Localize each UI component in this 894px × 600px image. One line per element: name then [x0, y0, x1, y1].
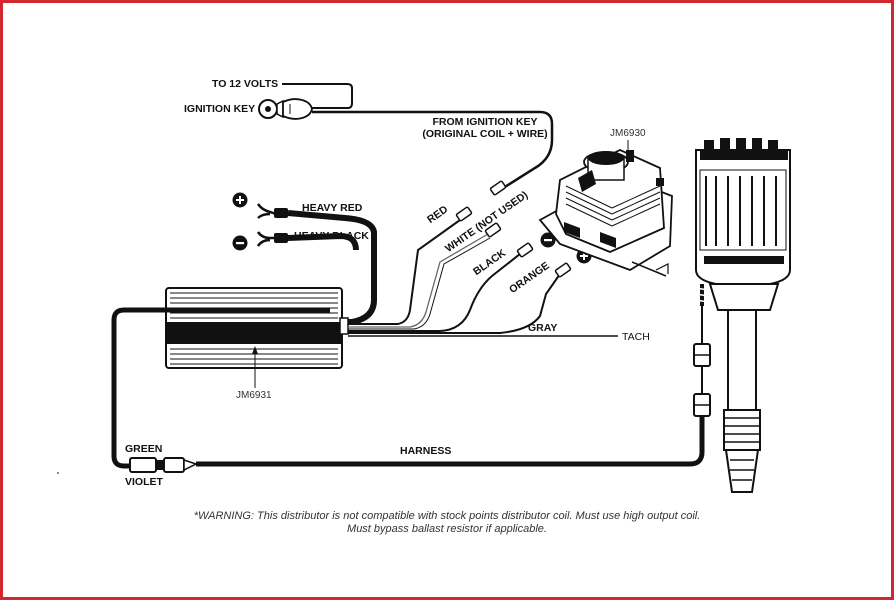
pointer-arrowhead — [252, 346, 258, 354]
minus-terminal-icon — [232, 235, 248, 251]
plus-terminal-icon — [232, 192, 248, 208]
label-to-12-volts: TO 12 VOLTS — [212, 78, 279, 90]
label-from-ignition-key: FROM IGNITION KEY — [432, 116, 538, 128]
pigtail-wrap — [695, 287, 709, 303]
label-harness: HARNESS — [400, 445, 452, 457]
ignition-box-icon — [165, 287, 349, 369]
spade-connector-icon — [516, 242, 534, 258]
label-green: GREEN — [125, 443, 163, 455]
distributor-icon — [695, 138, 791, 493]
wire-heavy-black — [287, 232, 359, 251]
wire-white — [348, 233, 489, 328]
wire-white-2 — [348, 237, 491, 330]
label-box-part-number: JM6931 — [236, 390, 272, 401]
wire-harness-left — [111, 307, 330, 469]
wire-orange — [348, 273, 561, 334]
label-original-coil-wire: (ORIGINAL COIL + WIRE) — [422, 128, 548, 140]
label-heavy-black: HEAVY BLACK — [294, 230, 369, 242]
spade-connector-icon — [455, 206, 473, 222]
label-violet: VIOLET — [125, 476, 163, 488]
warning-line-2: Must bypass ballast resistor if applicab… — [347, 523, 547, 535]
warning-line-1: *WARNING: This distributor is not compat… — [193, 510, 701, 522]
label-heavy-red: HEAVY RED — [302, 202, 363, 214]
minus-terminal-icon — [540, 232, 556, 248]
ignition-coil-icon — [538, 149, 673, 277]
label-tach: TACH — [622, 331, 650, 343]
wire-harness — [196, 416, 705, 467]
harness-connector-icon — [129, 457, 198, 473]
label-gray: GRAY — [528, 322, 558, 334]
spade-connector-icon — [256, 203, 288, 219]
connector-plug-icon — [693, 343, 711, 367]
label-ignition-key: IGNITION KEY — [184, 103, 256, 115]
spade-connector-icon — [489, 180, 507, 196]
wire-12-volts — [282, 83, 353, 109]
wire-heavy-red — [287, 210, 377, 325]
spade-connector-icon — [256, 231, 288, 247]
spade-connector-icon — [484, 222, 502, 238]
key-icon — [258, 98, 313, 120]
wire-from-ignition-key — [312, 110, 554, 192]
spade-connector-icon — [554, 262, 572, 278]
wire-red — [348, 219, 461, 325]
connector-plug-icon — [693, 393, 711, 417]
label-coil-part-number: JM6930 — [610, 128, 646, 139]
wire-black — [348, 253, 521, 332]
